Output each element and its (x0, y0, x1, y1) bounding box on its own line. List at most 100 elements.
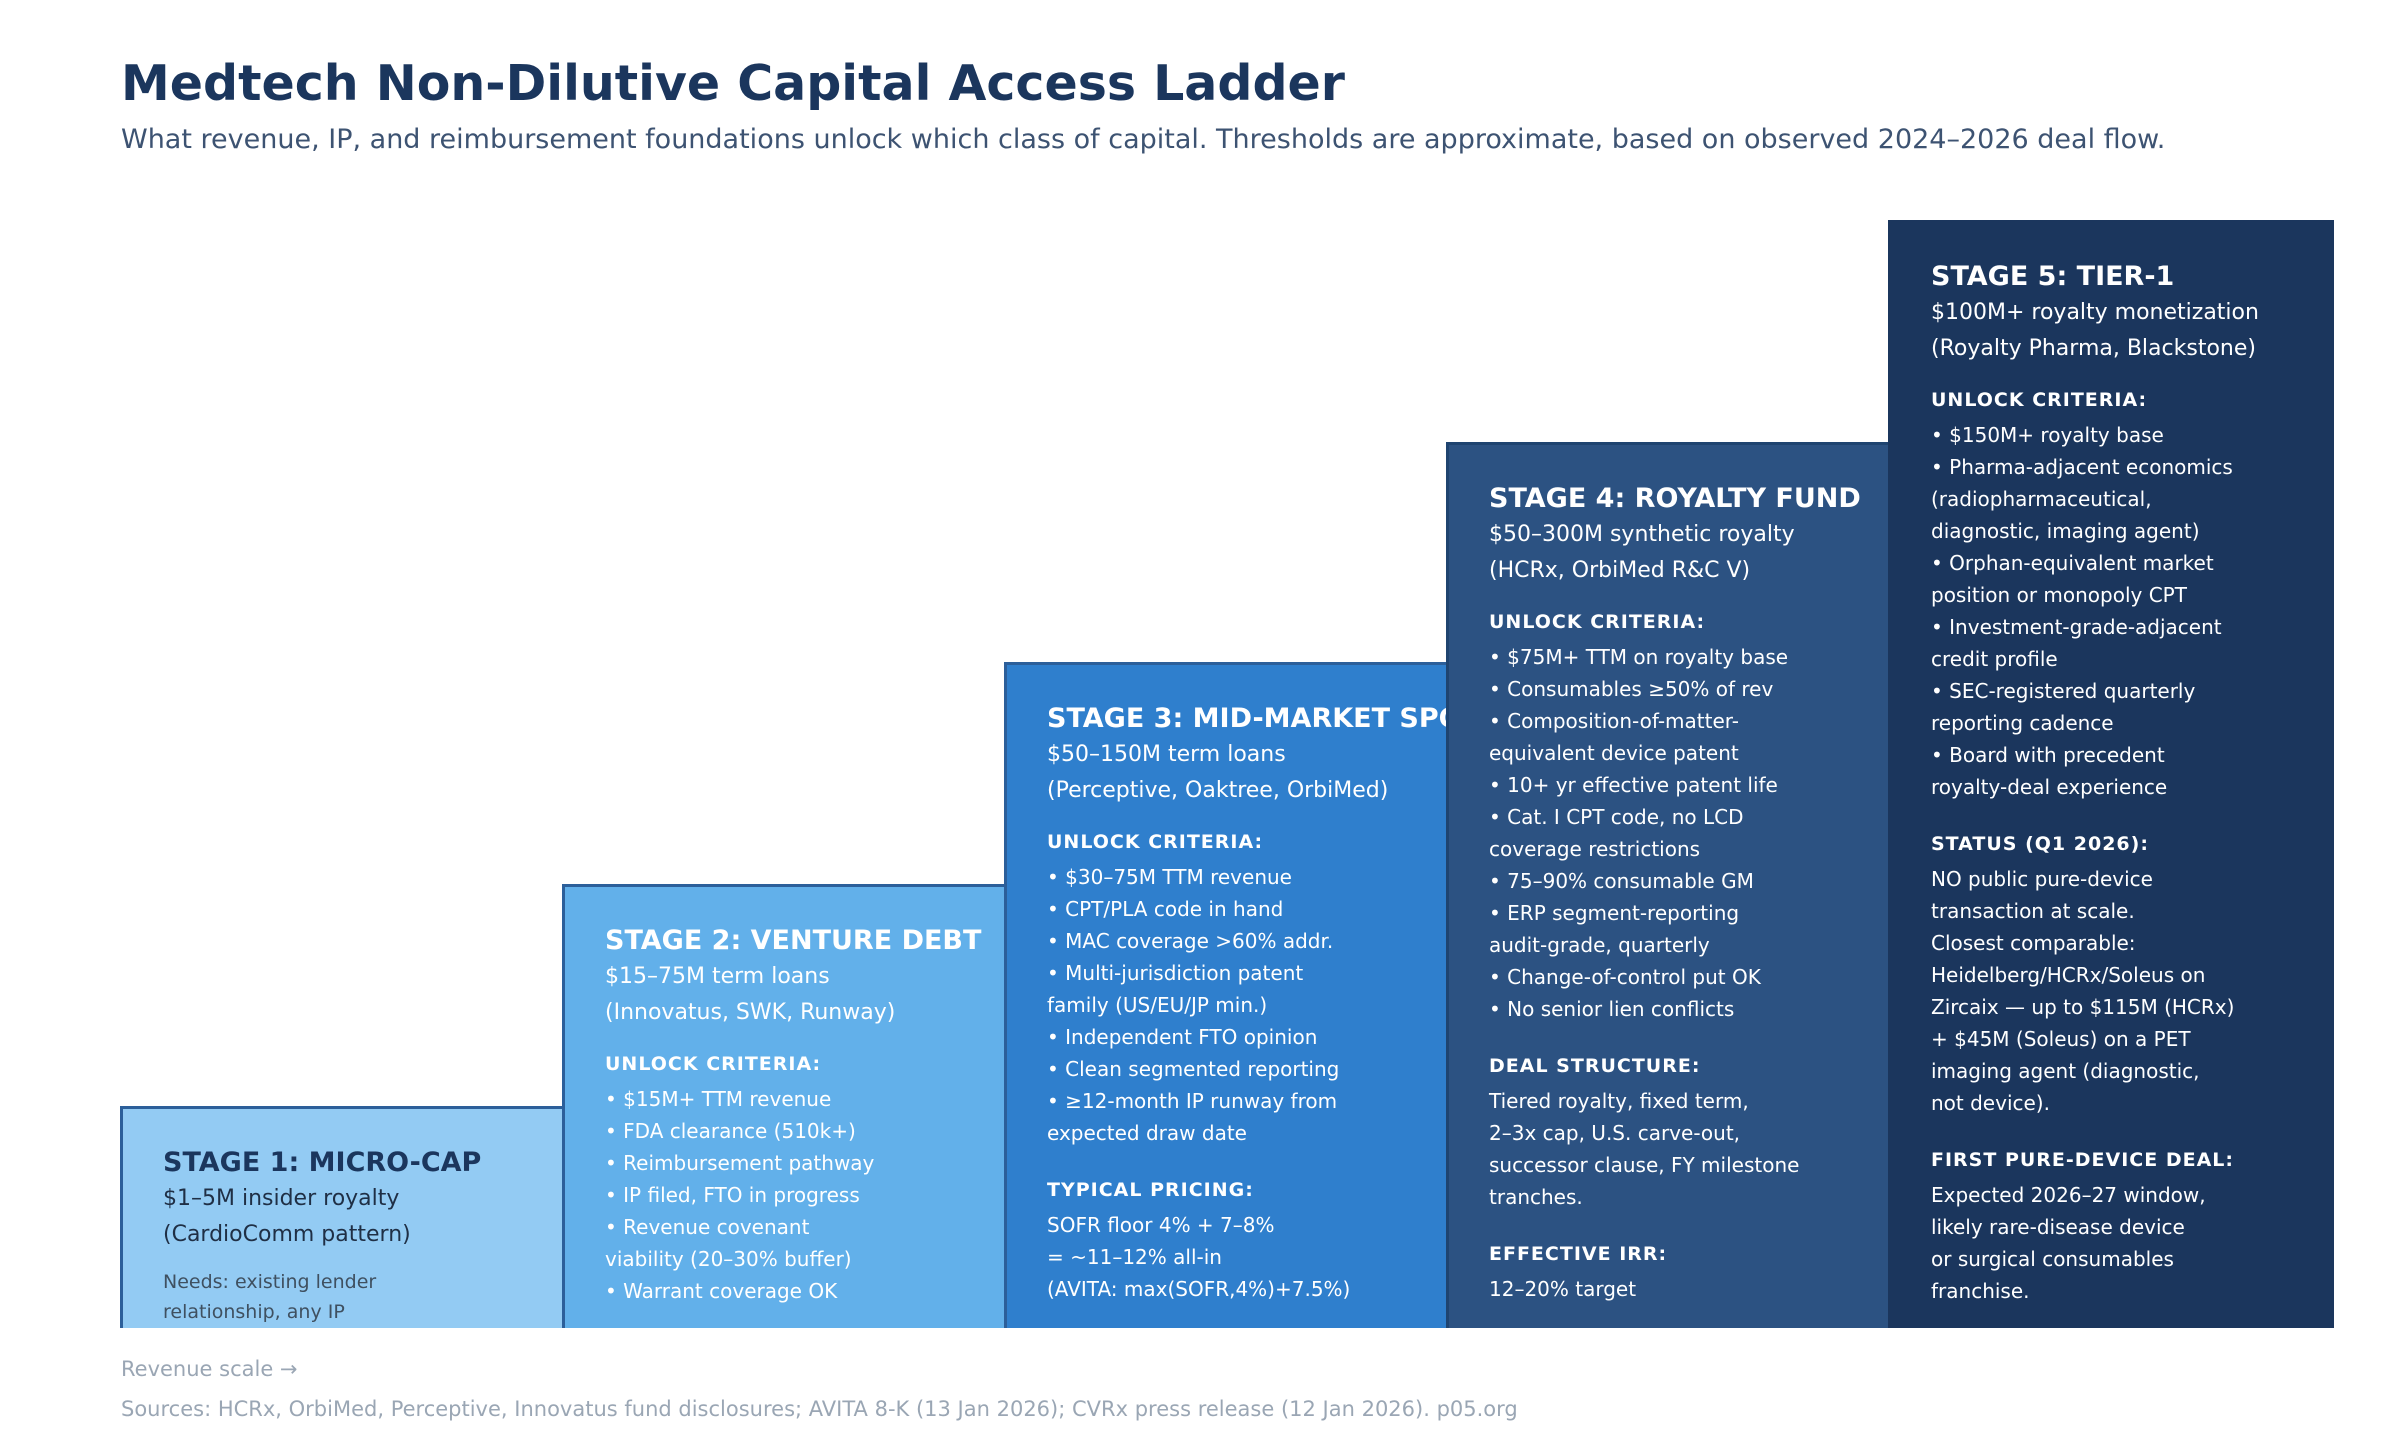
section-spacer (1931, 803, 2293, 825)
section-line: coverage restrictions (1489, 837, 1701, 861)
section-line: • Orphan-equivalent market (1931, 551, 2214, 575)
stage-range-line: $100M+ royalty monetization (1931, 300, 2259, 325)
section-line: Expected 2026–27 window, (1931, 1183, 2206, 1207)
stage-title: STAGE 5: TIER-1 (1931, 261, 2175, 292)
section-heading: EFFECTIVE IRR: (1489, 1243, 1668, 1265)
stage-1-step: STAGE 1: MICRO-CAP $1–5M insider royalty (… (120, 1106, 565, 1328)
section-spacer (1047, 1149, 1408, 1171)
stage-capital-range: $1–5M insider royalty (CardioComm pattern… (163, 1181, 524, 1253)
section-spacer (1489, 1025, 1850, 1047)
section-line: • Clean segmented reporting (1047, 1057, 1340, 1081)
section-line: audit-grade, quarterly (1489, 933, 1710, 957)
stage-title: STAGE 2: VENTURE DEBT (605, 925, 982, 956)
stage-capital-range: $50–150M term loans (Perceptive, Oaktree,… (1047, 737, 1408, 809)
stage-capital-range: $15–75M term loans (Innovatus, SWK, Runwa… (605, 959, 966, 1031)
section-line: family (US/EU/JP min.) (1047, 993, 1268, 1017)
section-line: • Cat. I CPT code, no LCD (1489, 805, 1744, 829)
section-line: not device). (1931, 1091, 2050, 1115)
stage-range-line: $1–5M insider royalty (163, 1186, 400, 1211)
section-heading: UNLOCK CRITERIA: (605, 1053, 822, 1075)
section-line: transaction at scale. (1931, 899, 2135, 923)
section-line: franchise. (1931, 1279, 2030, 1303)
section-line: 2–3x cap, U.S. carve-out, (1489, 1121, 1741, 1145)
stage-5-step: STAGE 5: TIER-1$100M+ royalty monetizati… (1888, 220, 2334, 1328)
section-line: • No senior lien conflicts (1489, 997, 1735, 1021)
section-line: NO public pure-device (1931, 867, 2153, 891)
section-line: (radiopharmaceutical, (1931, 487, 2152, 511)
section-line: • $15M+ TTM revenue (605, 1087, 832, 1111)
section-line: • Pharma-adjacent economics (1931, 455, 2233, 479)
section-heading: TYPICAL PRICING: (1047, 1179, 1254, 1201)
section-line: • ERP segment-reporting (1489, 901, 1740, 925)
section-line: Zircaix — up to $115M (HCRx) (1931, 995, 2235, 1019)
section-line: position or monopoly CPT (1931, 583, 2187, 607)
section-line: • Investment-grade-adjacent (1931, 615, 2222, 639)
section-line: • Board with precedent (1931, 743, 2165, 767)
section-line: • $75M+ TTM on royalty base (1489, 645, 1789, 669)
section-line: 12–20% target (1489, 1277, 1637, 1301)
stage-range-line: (Royalty Pharma, Blackstone) (1931, 336, 2256, 361)
revenue-scale-hint: Revenue scale → (121, 1357, 298, 1381)
section-heading: DEAL STRUCTURE: (1489, 1055, 1701, 1077)
section-line: successor clause, FY milestone (1489, 1153, 1800, 1177)
section-line: • ≥12-month IP runway from (1047, 1089, 1338, 1113)
page-title: Medtech Non-Dilutive Capital Access Ladd… (121, 55, 1345, 112)
section-line: • SEC-registered quarterly (1931, 679, 2196, 703)
section-line: equivalent device patent (1489, 741, 1739, 765)
section-line: + $45M (Soleus) on a PET (1931, 1027, 2191, 1051)
section-heading: UNLOCK CRITERIA: (1047, 831, 1264, 853)
section-line: • Revenue covenant (605, 1215, 810, 1239)
stage-2-step: STAGE 2: VENTURE DEBT $15–75M term loans (… (562, 884, 1007, 1328)
sources-footnote: Sources: HCRx, OrbiMed, Perceptive, Inno… (121, 1397, 1518, 1421)
section-line: or surgical consumables (1931, 1247, 2174, 1271)
stage-capital-range: $100M+ royalty monetization (Royalty Phar… (1931, 295, 2293, 367)
stage-4-step: STAGE 4: ROYALTY FUND$50–300M synthetic … (1446, 442, 1891, 1328)
section-line: Tiered royalty, fixed term, (1489, 1089, 1749, 1113)
section-line: Heidelberg/HCRx/Soleus on (1931, 963, 2206, 987)
section-line: • Warrant coverage OK (605, 1279, 838, 1303)
section-heading: FIRST PURE-DEVICE DEAL: (1931, 1149, 2235, 1171)
section-line: • Multi-jurisdiction patent (1047, 961, 1304, 985)
section-line: reporting cadence (1931, 711, 2114, 735)
stage-title: STAGE 4: ROYALTY FUND (1489, 483, 1861, 514)
section-line: = ~11–12% all-in (1047, 1245, 1222, 1269)
section-line: expected draw date (1047, 1121, 1247, 1145)
section-heading: UNLOCK CRITERIA: (1931, 389, 2148, 411)
section-line: • Reimbursement pathway (605, 1151, 875, 1175)
stage-range-line: $15–75M term loans (605, 964, 830, 989)
section-line: • IP filed, FTO in progress (605, 1183, 860, 1207)
stage-range-line: $50–300M synthetic royalty (1489, 522, 1795, 547)
stage-note-line: relationship, any IP (163, 1301, 345, 1323)
section-line: • $150M+ royalty base (1931, 423, 2164, 447)
stage-range-line: $50–150M term loans (1047, 742, 1286, 767)
section-spacer (1489, 1213, 1850, 1235)
stage-title: STAGE 3: MID-MARKET SPC (1047, 703, 1449, 734)
stage-capital-range: $50–300M synthetic royalty (HCRx, OrbiMed… (1489, 517, 1850, 589)
section-line: diagnostic, imaging agent) (1931, 519, 2200, 543)
stage-range-line: (Innovatus, SWK, Runway) (605, 1000, 896, 1025)
section-line: • Composition-of-matter- (1489, 709, 1739, 733)
section-heading: STATUS (Q1 2026): (1931, 833, 2149, 855)
section-line: • 75–90% consumable GM (1489, 869, 1754, 893)
section-line: • Consumables ≥50% of rev (1489, 677, 1774, 701)
section-line: • 10+ yr effective patent life (1489, 773, 1778, 797)
stage-range-line: (Perceptive, Oaktree, OrbiMed) (1047, 778, 1389, 803)
section-line: (AVITA: max(SOFR,4%)+7.5%) (1047, 1277, 1351, 1301)
section-line: imaging agent (diagnostic, (1931, 1059, 2200, 1083)
section-line: tranches. (1489, 1185, 1583, 1209)
stage-range-line: (CardioComm pattern) (163, 1222, 411, 1247)
section-line: royalty-deal experience (1931, 775, 2168, 799)
section-line: credit profile (1931, 647, 2058, 671)
section-line: • FDA clearance (510k+) (605, 1119, 856, 1143)
stage-title: STAGE 1: MICRO-CAP (163, 1147, 482, 1178)
section-line: • Change-of-control put OK (1489, 965, 1761, 989)
page-subtitle: What revenue, IP, and reimbursement foun… (121, 124, 2166, 155)
section-line: SOFR floor 4% + 7–8% (1047, 1213, 1275, 1237)
stage-range-line: (HCRx, OrbiMed R&C V) (1489, 558, 1751, 583)
section-line: viability (20–30% buffer) (605, 1247, 852, 1271)
section-heading: UNLOCK CRITERIA: (1489, 611, 1706, 633)
section-line: • $30–75M TTM revenue (1047, 865, 1292, 889)
section-line: • CPT/PLA code in hand (1047, 897, 1284, 921)
stage-note-line: Needs: existing lender (163, 1271, 377, 1293)
